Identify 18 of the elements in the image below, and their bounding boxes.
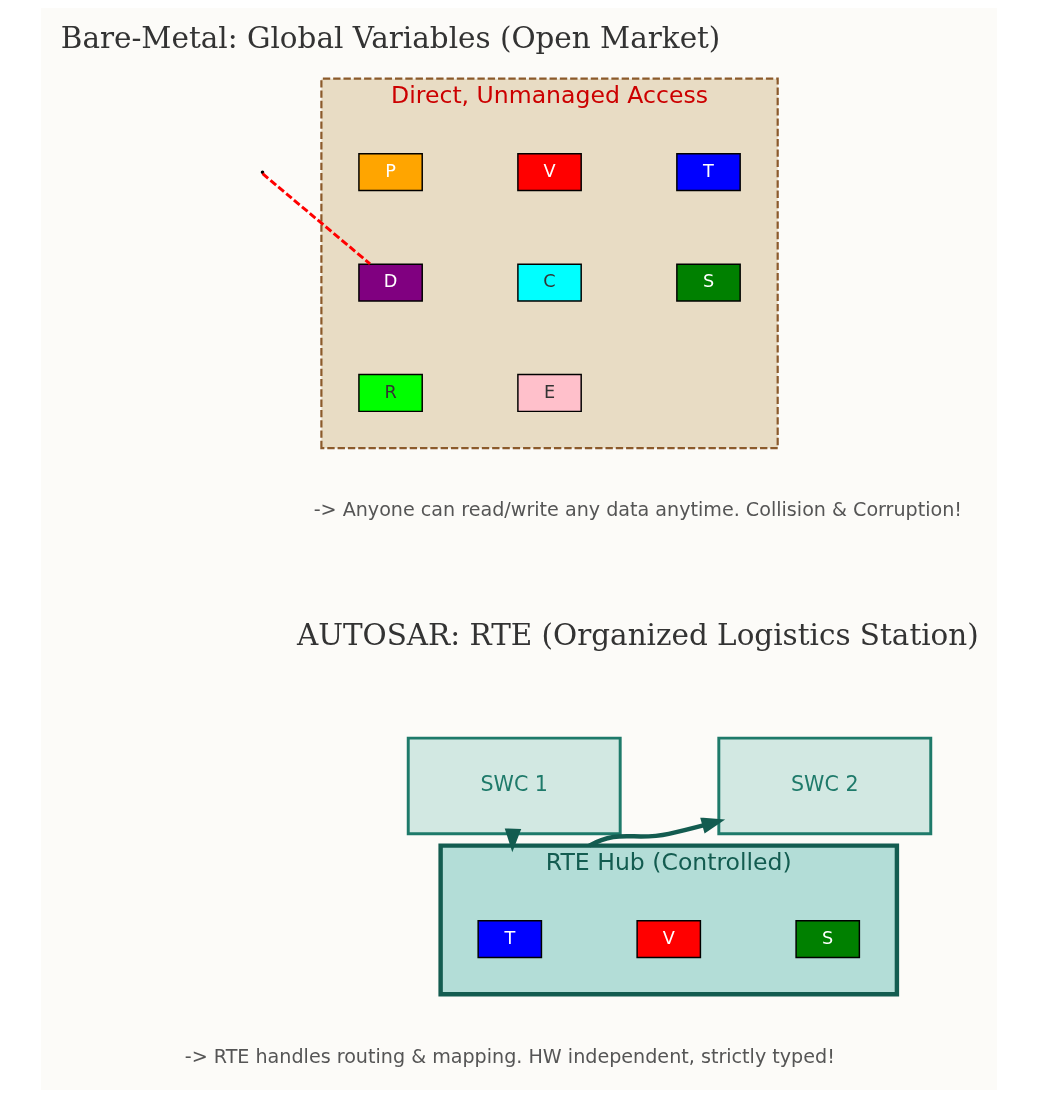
node-box: S <box>795 919 861 959</box>
label: Bare-Metal: Global Variables (Open Market) <box>60 20 721 55</box>
node-box: C <box>517 263 582 302</box>
node-box: T <box>676 153 741 192</box>
node-box: T <box>477 919 543 959</box>
arrow <box>504 828 522 853</box>
node-box: D <box>358 263 423 302</box>
connector <box>261 172 371 265</box>
label: AUTOSAR: RTE (Organized Logistics Station) <box>296 618 979 653</box>
node-box: P <box>358 153 423 192</box>
node-box: R <box>358 373 423 413</box>
label: -> Anyone can read/write any data anytime. Collision & Corruption! <box>313 498 963 522</box>
node-box: S <box>676 263 741 302</box>
node-box: V <box>517 153 582 192</box>
node-box: V <box>636 919 702 959</box>
node-box: E <box>517 373 582 413</box>
label: -> RTE handles routing & mapping. HW independent, strictly typed! <box>184 1044 835 1068</box>
node-box: SWC 2 <box>717 736 933 836</box>
